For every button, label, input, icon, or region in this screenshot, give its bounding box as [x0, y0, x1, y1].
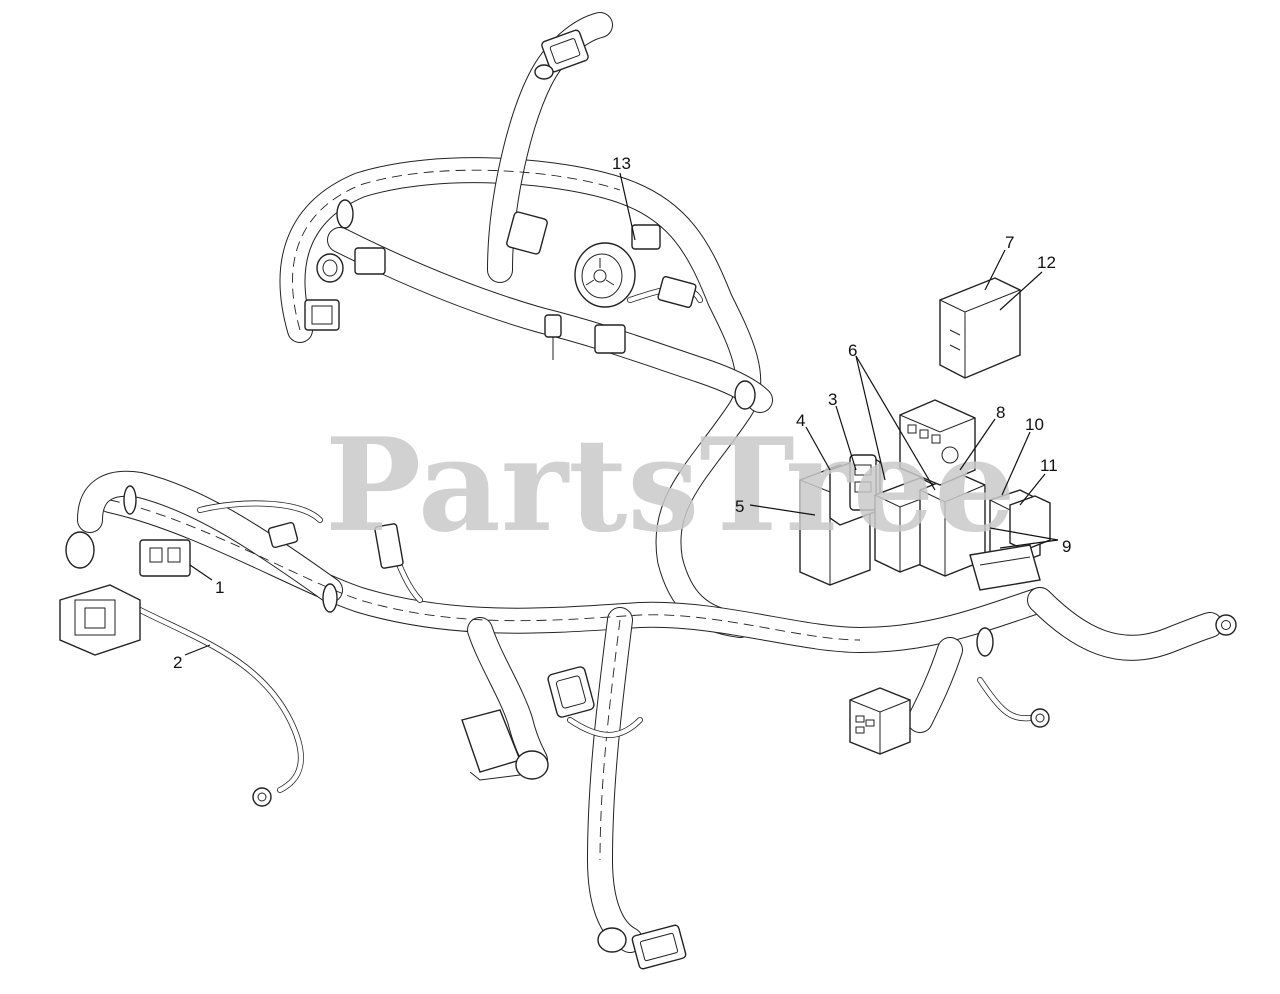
callout-8: 8 — [996, 403, 1005, 422]
ring-terminal-lower-right — [1030, 708, 1050, 728]
top-connector — [534, 29, 589, 80]
callout-5: 5 — [735, 497, 744, 516]
relay-block — [799, 399, 986, 586]
module-7-12 — [939, 277, 1021, 379]
callout-13: 13 — [612, 154, 631, 173]
lower-middle-connector — [461, 666, 595, 781]
components — [59, 29, 1051, 970]
callouts: 1 2 3 4 5 6 7 8 9 10 11 12 13 — [173, 154, 1071, 672]
leader-lines — [184, 172, 1059, 656]
bottom-connector — [597, 924, 687, 970]
callout-1: 1 — [215, 578, 224, 597]
ring-terminal-right — [1215, 614, 1237, 636]
callout-11: 11 — [1040, 456, 1058, 475]
ring-terminal-left — [252, 787, 272, 807]
small-relays — [969, 489, 1051, 591]
left-connector-cluster — [59, 521, 404, 656]
callout-12: 12 — [1037, 253, 1056, 272]
watermark: PartsTree — [325, 411, 1016, 561]
lower-right-connector — [849, 687, 911, 755]
harness-clips — [123, 199, 994, 657]
main-harness — [77, 12, 1223, 953]
ring-terminals — [252, 614, 1237, 807]
callout-4: 4 — [796, 411, 805, 430]
callout-6: 6 — [848, 341, 857, 360]
callout-10: 10 — [1025, 415, 1044, 434]
round-connector-13 — [574, 224, 697, 309]
callout-7: 7 — [1005, 233, 1014, 252]
callout-9: 9 — [1062, 537, 1071, 556]
callout-3: 3 — [828, 390, 837, 409]
callout-2: 2 — [173, 653, 182, 672]
upper-left-clips — [304, 211, 626, 360]
